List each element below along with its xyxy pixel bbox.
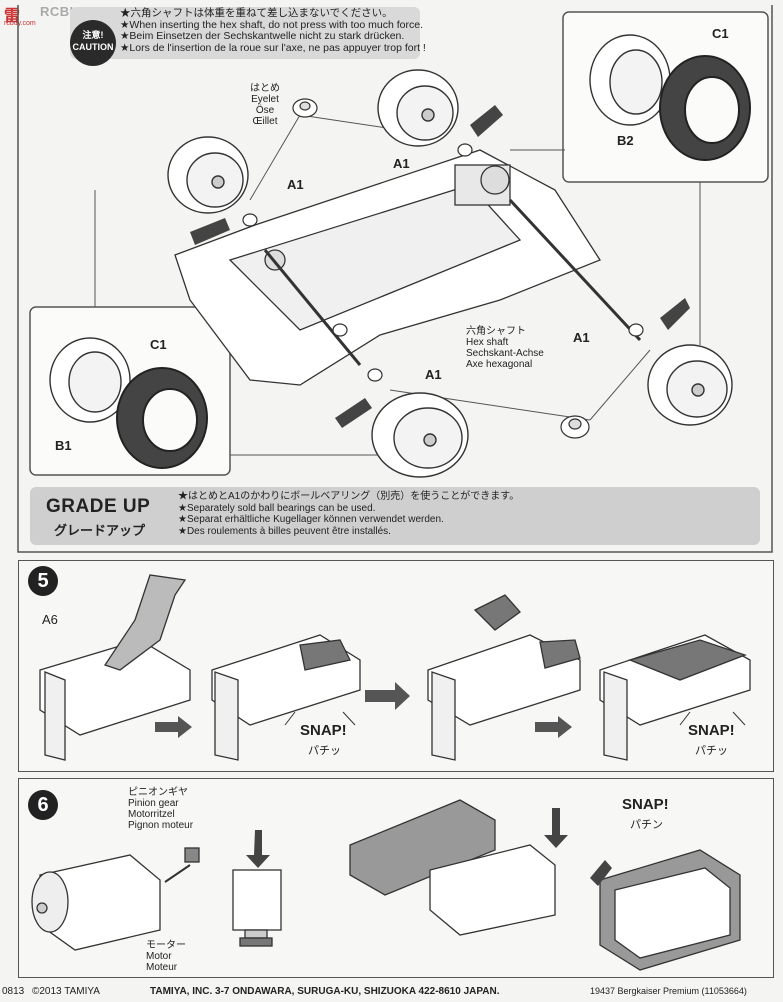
motor-label-de-fr: Moteur: [146, 962, 178, 973]
grade-up-line: ★Separately sold ball bearings can be us…: [178, 502, 376, 514]
caution-badge: 注意! CAUTION: [70, 20, 116, 66]
part-label-a1: A1: [425, 367, 442, 382]
hex-shaft-label-jp: 六角シャフト: [466, 326, 526, 337]
hex-shaft-label-fr: Axe hexagonal: [466, 359, 533, 370]
part-label-a1: A1: [287, 177, 304, 192]
part-label-b1: B1: [55, 438, 72, 453]
footer-address: TAMIYA, INC. 3-7 ONDAWARA, SURUGA-KU, SH…: [150, 986, 500, 997]
step-5-number: 5: [28, 566, 58, 596]
grade-up-title: GRADE UP: [46, 496, 151, 517]
eyelet-label-jp: はとめ: [250, 83, 280, 94]
snap-label-jp: パチン: [630, 819, 663, 831]
motor-label-jp: モーター: [146, 940, 186, 951]
snap-label-jp: パチッ: [695, 745, 728, 757]
snap-label: SNAP!: [300, 722, 347, 739]
grade-up-line: ★Separat erhältliche Kugellager können v…: [178, 514, 444, 525]
hex-shaft-label-de: Sechskant-Achse: [466, 348, 544, 359]
watermark-logo: 雷: [4, 8, 21, 25]
caution-badge-jp: 注意!: [82, 30, 104, 40]
pinion-label-fr: Pignon moteur: [128, 820, 194, 831]
hex-shaft-label-en: Hex shaft: [466, 337, 509, 348]
caution-text: ★六角シャフトは体重を重ねて差し込まないでください。 ★When inserti…: [120, 7, 426, 54]
caution-line: ★When inserting the hex shaft, do not pr…: [120, 18, 423, 31]
snap-label: SNAP!: [688, 722, 735, 739]
part-label-a1: A1: [573, 330, 590, 345]
part-label-c1: C1: [712, 26, 729, 41]
caution-line: ★Lors de l'insertion de la roue sur l'ax…: [120, 41, 426, 54]
caution-line: ★六角シャフトは体重を重ねて差し込まないでください。: [120, 7, 393, 19]
eyelet-label-de: Öse: [255, 105, 275, 116]
caution-line: ★Beim Einsetzen der Sechskantwelle nicht…: [120, 30, 405, 42]
eyelet-label-en: Eyelet: [251, 94, 279, 105]
footer-copyright: ©2013 TAMIYA: [32, 986, 100, 997]
part-label-a1: A1: [393, 156, 410, 171]
step-6-number: 6: [28, 790, 58, 820]
part-label-a6: A6: [42, 612, 58, 627]
grade-up-box: [30, 487, 760, 545]
snap-label: SNAP!: [622, 796, 669, 813]
part-label-b2: B2: [617, 133, 634, 148]
motor-label-en: Motor: [146, 951, 172, 962]
eyelet-label-fr: Œillet: [252, 116, 278, 127]
pinion-label-jp: ピニオンギヤ: [128, 787, 188, 798]
footer-code: 0813: [2, 986, 25, 997]
hex-shaft-label: 六角シャフト Hex shaft Sechskant-Achse Axe hex…: [466, 326, 544, 370]
eyelet-label: はとめ Eyelet Öse Œillet: [250, 83, 280, 127]
caution-badge-en: CAUTION: [72, 42, 114, 52]
motor-label: モーター Motor Moteur: [146, 940, 186, 973]
pinion-gear-label: ピニオンギヤ Pinion gear Motorritzel Pignon mo…: [128, 787, 193, 831]
footer-product: 19437 Bergkaiser Premium (11053664): [590, 986, 747, 996]
part-label-c1: C1: [150, 337, 167, 352]
grade-up-line: ★はとめとA1のかわりにボールベアリング（別売）を使うことができます。: [178, 491, 520, 502]
snap-label-jp: パチッ: [308, 745, 341, 757]
pinion-label-de: Motorritzel: [128, 809, 175, 820]
caution-box: [70, 7, 420, 59]
grade-up-line: ★Des roulements à billes peuvent être in…: [178, 525, 391, 537]
pinion-label-en: Pinion gear: [128, 798, 179, 809]
grade-up-subtitle: グレードアップ: [54, 523, 146, 538]
watermark-url: rcbuy.com: [4, 20, 36, 27]
grade-up-text: ★はとめとA1のかわりにボールベアリング（別売）を使うことができます。 ★Sep…: [178, 491, 519, 537]
